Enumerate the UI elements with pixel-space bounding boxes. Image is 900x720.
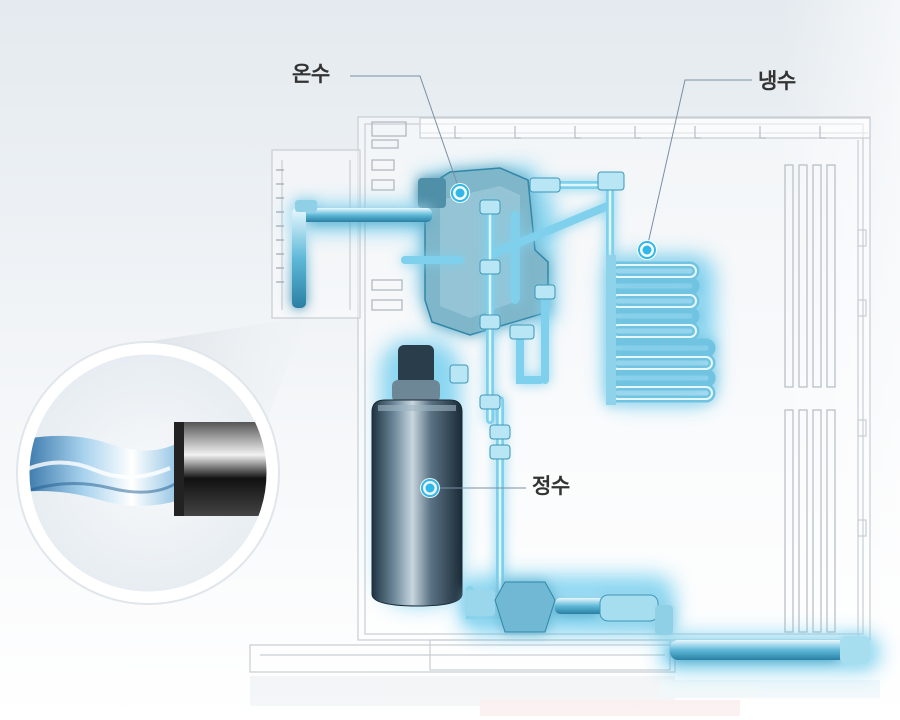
hot-water-marker-icon [450,183,470,203]
nozzle-zoom-callout [16,318,300,605]
leader-lines [350,75,752,489]
water-circuit [290,165,880,671]
hot-water-label: 온수 [292,62,330,86]
purified-water-label: 정수 [532,474,570,498]
floor-reflection [250,676,880,716]
bottom-manifold [465,581,870,664]
hot-water-tank [418,167,549,336]
outlet-pipe [292,200,432,308]
cold-water-label: 냉수 [758,69,796,93]
purified-water-marker-icon [420,478,440,498]
cold-water-marker-icon [637,240,657,260]
filter-cartridge [371,345,463,607]
cold-water-coil [606,255,716,405]
